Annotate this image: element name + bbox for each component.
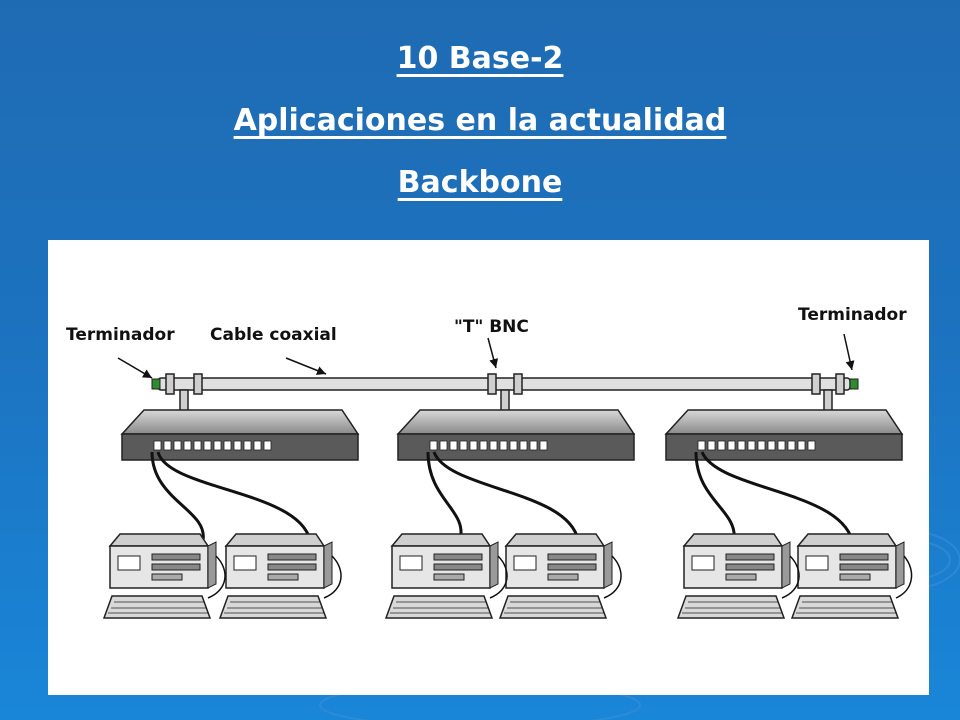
terminator-left-cap: [151, 378, 161, 390]
label-terminator-right: Terminador: [798, 305, 907, 325]
coax-backbone: [151, 373, 859, 413]
pc-6: [791, 533, 905, 619]
slide-title: 10 Base-2 Aplicaciones en la actualidad …: [0, 28, 960, 214]
arrow-terminator-right: [843, 333, 855, 371]
pc-4: [499, 533, 613, 619]
pc-5: [677, 533, 791, 619]
terminator-right-cap: [849, 378, 859, 390]
patch-cables: [150, 451, 854, 541]
arrow-terminator-left: [117, 357, 153, 379]
keyboard-cords: [207, 555, 913, 599]
arrow-coax-cable: [285, 357, 327, 375]
label-coax-cable: Cable coaxial: [210, 325, 337, 345]
pc-3: [385, 533, 499, 619]
title-line-1: 10 Base-2: [396, 41, 564, 76]
pc-2: [219, 533, 333, 619]
pc-1: [103, 533, 217, 619]
diagram-canvas: Terminador Cable coaxial "T" BNC Termina…: [66, 305, 913, 619]
title-line-2: Aplicaciones en la actualidad: [233, 103, 727, 138]
title-line-3: Backbone: [397, 165, 563, 200]
label-t-bnc: "T" BNC: [454, 317, 529, 337]
network-diagram: Terminador Cable coaxial "T" BNC Termina…: [48, 240, 929, 695]
label-terminator-left: Terminador: [66, 325, 175, 345]
arrow-t-bnc: [487, 337, 499, 369]
